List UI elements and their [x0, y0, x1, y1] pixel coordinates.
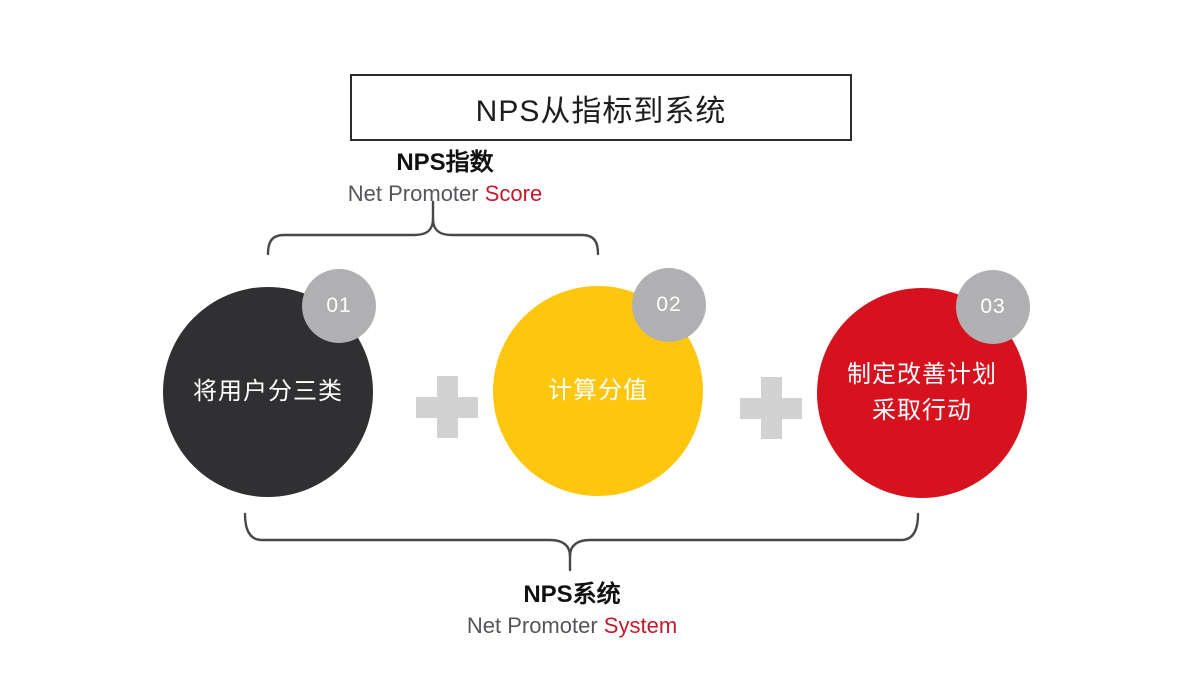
step-circle-classify-users: 将用户分三类 01 — [163, 269, 376, 497]
top-brace — [266, 200, 600, 256]
nps-system-subtitle-gray: Net Promoter — [466, 613, 598, 638]
nps-score-subtitle: Net Promoter Score — [348, 181, 542, 207]
step-number-badge: 01 — [302, 269, 376, 343]
step-number-badge: 02 — [632, 268, 706, 342]
nps-system-label: NPS系统 Net Promoter System — [467, 580, 677, 639]
title-box: NPS从指标到系统 — [350, 74, 852, 141]
bottom-brace — [243, 512, 920, 572]
step-circle-calculate-score: 计算分值 02 — [493, 268, 706, 496]
plus-icon-bar — [760, 377, 782, 439]
nps-score-subtitle-gray: Net Promoter — [347, 181, 479, 206]
nps-system-subtitle: Net Promoter System — [467, 613, 677, 639]
plus-icon — [416, 376, 478, 438]
step-circle-improvement-plan: 制定改善计划 采取行动 03 — [817, 270, 1030, 498]
nps-score-label: NPS指数 Net Promoter Score — [348, 148, 542, 207]
step-text-line: 制定改善计划 — [847, 361, 997, 388]
step-text-line: 将用户分三类 — [193, 378, 343, 405]
step-text-line: 采取行动 — [872, 397, 972, 424]
nps-score-subtitle-red: Score — [484, 181, 543, 206]
nps-system-subtitle-red: System — [603, 613, 678, 638]
nps-score-heading: NPS指数 — [396, 149, 494, 176]
plus-icon — [740, 377, 802, 439]
plus-icon-bar — [436, 376, 458, 438]
step-number-badge: 03 — [956, 270, 1030, 344]
page-title: NPS从指标到系统 — [475, 94, 727, 128]
step-text-line: 计算分值 — [548, 377, 648, 404]
nps-system-heading: NPS系统 — [523, 581, 621, 608]
